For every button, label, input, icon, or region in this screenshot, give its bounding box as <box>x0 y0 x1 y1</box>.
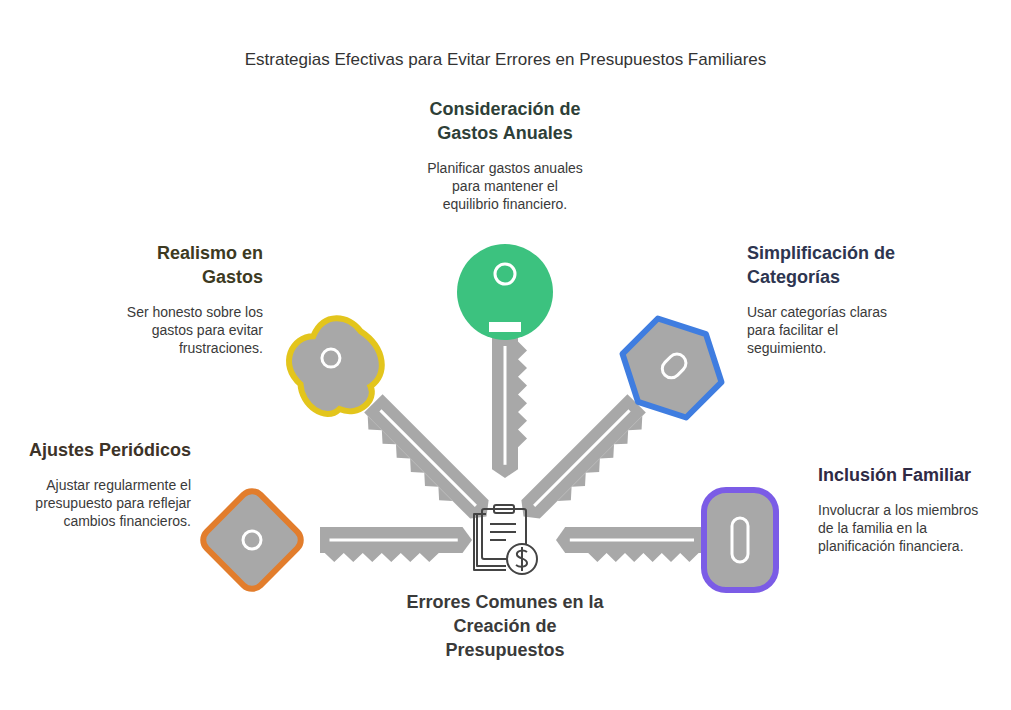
center-topic: Errores Comunes en la Creación de Presup… <box>395 590 615 662</box>
strategy-description: Ajustar regularmente el presupuesto para… <box>16 476 191 530</box>
yellow-key <box>272 304 517 549</box>
strategy-item: Realismo en GastosSer honesto sobre los … <box>93 241 263 357</box>
strategy-description: Involucrar a los miembros de la familia … <box>818 501 988 555</box>
strategy-item: Inclusión FamiliarInvolucrar a los miemb… <box>818 463 998 555</box>
strategy-heading: Ajustes Periódicos <box>16 438 191 462</box>
strategy-heading: Errores Comunes en la Creación de Presup… <box>395 590 615 662</box>
strategy-description: Usar categorías claras para facilitar el… <box>747 303 897 357</box>
strategy-heading: Simplificación de Categorías <box>747 241 922 289</box>
orange-key <box>198 486 472 593</box>
budget-icon <box>474 505 537 574</box>
strategy-description: Ser honesto sobre los gastos para evitar… <box>93 303 263 357</box>
strategy-heading: Realismo en Gastos <box>93 241 263 289</box>
strategy-item: Ajustes PeriódicosAjustar regularmente e… <box>16 438 191 530</box>
green-key <box>457 244 553 478</box>
strategy-item: Simplificación de CategoríasUsar categor… <box>747 241 922 357</box>
blue-key <box>492 302 738 548</box>
strategy-item: Consideración de Gastos AnualesPlanifica… <box>405 97 605 213</box>
strategy-heading: Inclusión Familiar <box>818 463 998 487</box>
strategy-heading: Consideración de Gastos Anuales <box>405 97 605 145</box>
diagram-title: Estrategias Efectivas para Evitar Errore… <box>0 50 1011 70</box>
purple-key <box>556 490 776 590</box>
strategy-description: Planificar gastos anuales para mantener … <box>425 159 585 213</box>
